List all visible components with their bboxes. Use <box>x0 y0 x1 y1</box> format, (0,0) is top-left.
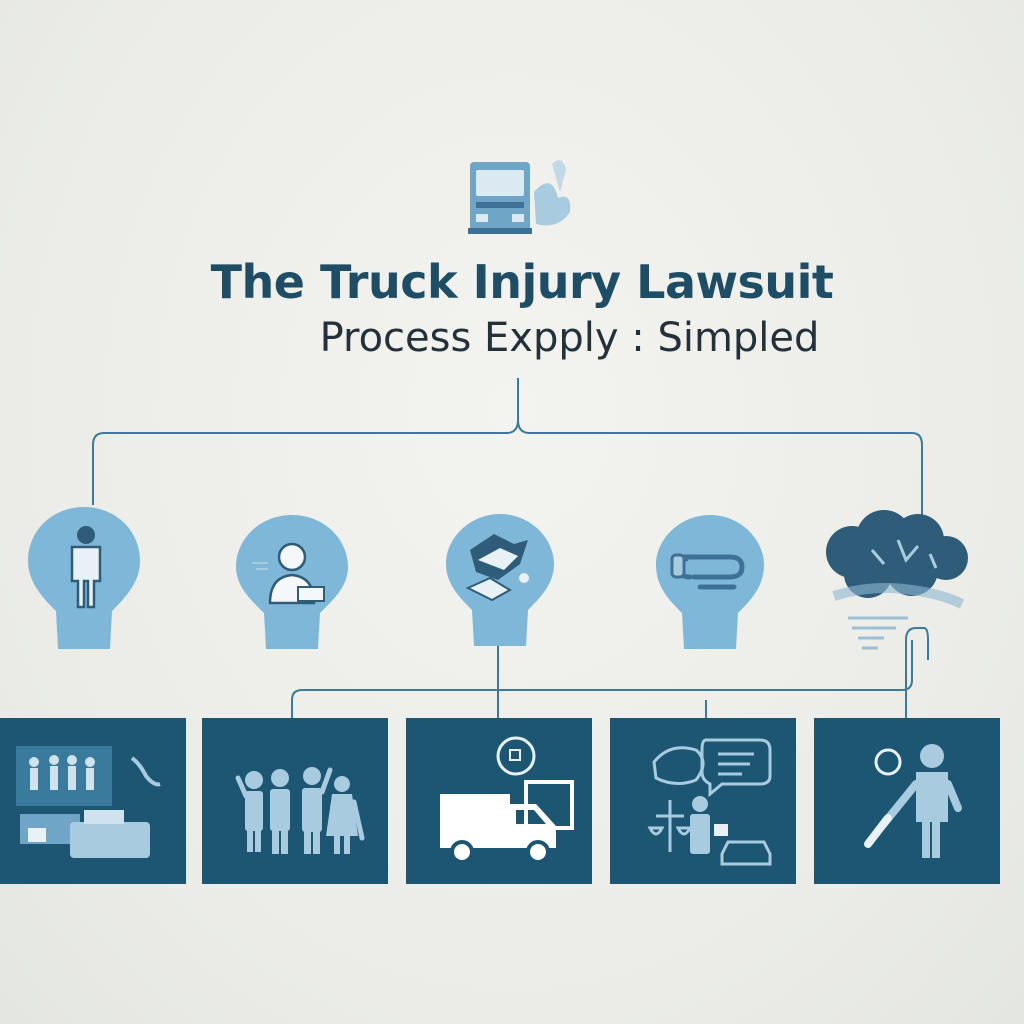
lower-connector-far <box>905 627 929 718</box>
pin-step-1 <box>28 507 140 649</box>
step-box-4 <box>610 718 796 884</box>
title-block: The Truck Injury Lawsuit Process Expply … <box>0 252 1024 364</box>
pin-step-4 <box>656 515 764 649</box>
truck-van-icon <box>440 736 574 864</box>
courtroom-scene-icon <box>16 746 161 858</box>
handshake-icon <box>670 553 745 590</box>
accident-collision-icon <box>465 534 529 602</box>
person-standing-icon <box>70 526 102 609</box>
pin-step-3 <box>446 514 554 646</box>
page-title: The Truck Injury Lawsuit <box>210 255 834 309</box>
truck-icon <box>468 160 571 234</box>
trunk-connector <box>92 378 519 505</box>
trunk-connector-right <box>517 419 923 515</box>
person-with-magnifier-icon <box>864 744 962 858</box>
step-box-1 <box>0 718 186 884</box>
page-subtitle: Process Expply : Simpled <box>319 315 820 361</box>
step-box-5 <box>814 718 1000 884</box>
step-box-3 <box>406 718 592 884</box>
pin-step-2 <box>236 515 348 649</box>
legal-consultation-icon <box>647 738 772 866</box>
person-with-document-icon <box>252 542 325 605</box>
group-of-people-icon <box>235 767 365 854</box>
step-box-2 <box>202 718 388 884</box>
lower-connector <box>291 640 913 718</box>
storm-cloud-icon <box>826 510 968 650</box>
